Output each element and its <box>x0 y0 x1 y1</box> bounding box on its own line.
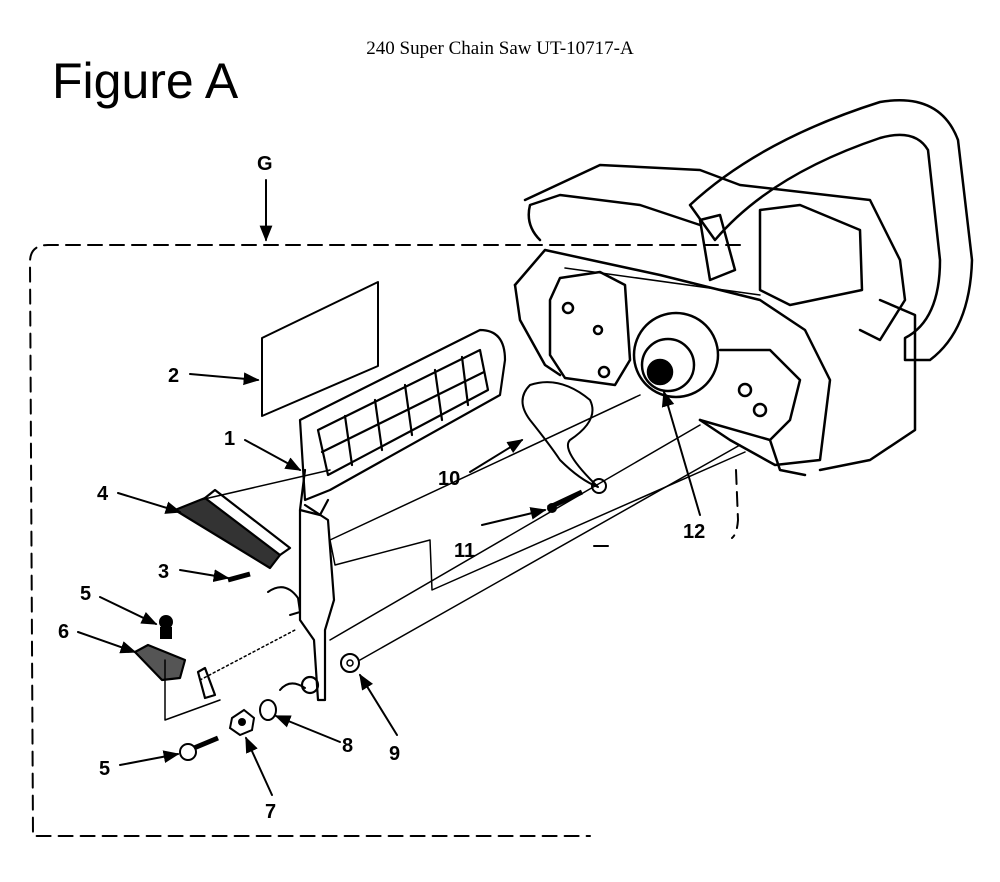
callout-4: 4 <box>97 483 109 505</box>
callout-6: 6 <box>58 621 69 643</box>
callout-12: 12 <box>683 521 705 543</box>
part-11-screw <box>546 489 584 513</box>
callout-3: 3 <box>158 561 169 583</box>
callout-8: 8 <box>342 735 353 757</box>
callout-1: 1 <box>224 428 235 450</box>
callout-5-upper: 5 <box>80 583 91 605</box>
leader-arrows <box>77 372 701 796</box>
chain-saw-body <box>329 99 974 661</box>
part-10-eyelet <box>591 478 607 494</box>
part-5-nut-upper <box>159 615 173 639</box>
part-7-nut <box>228 708 256 737</box>
guide-line-4 <box>199 469 331 501</box>
part-10-loop-wire <box>521 381 599 488</box>
dashed-boundary <box>29 244 741 837</box>
part-1-chain-guard <box>298 328 507 702</box>
part-4-rail <box>173 488 292 570</box>
part-6-clamp <box>133 643 217 700</box>
part-8-washer <box>259 699 277 721</box>
guide-line-6 <box>164 659 221 721</box>
callout-11: 11 <box>454 540 475 562</box>
callout-10: 10 <box>438 468 460 490</box>
bracket-clip <box>267 586 301 616</box>
part-3-screw <box>227 571 251 583</box>
callout-7: 7 <box>265 801 276 823</box>
part-9-washer <box>340 653 360 673</box>
dashed-boundary-right <box>731 469 739 539</box>
part-2-sticker <box>261 281 379 417</box>
callout-5-lower: 5 <box>99 758 110 780</box>
view-marker-g: G <box>257 153 273 175</box>
callout-9: 9 <box>389 743 400 765</box>
figure-label: Figure A <box>52 53 239 109</box>
part-5-bolt-lower <box>179 735 219 761</box>
callout-2: 2 <box>168 365 179 387</box>
dotted-line-6 <box>199 629 296 681</box>
page-title: 240 Super Chain Saw UT-10717-A <box>366 38 634 59</box>
bracket-tab <box>279 682 306 691</box>
